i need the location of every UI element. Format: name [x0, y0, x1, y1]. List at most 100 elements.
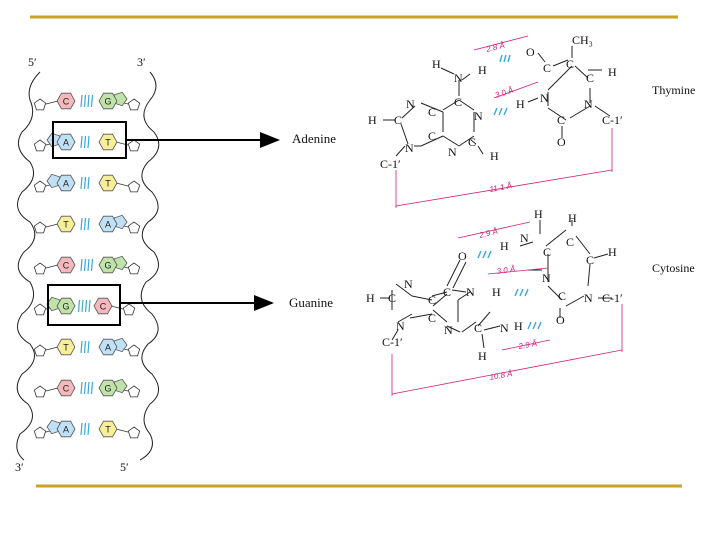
- gc-hydrogen-bonds: [477, 250, 542, 330]
- helix-hydrogen-bond: [77, 299, 81, 313]
- at-atom: C: [468, 135, 476, 149]
- helix-base-letter: C: [100, 302, 107, 312]
- helix-hydrogen-bond: [83, 258, 87, 272]
- at-atom: N: [454, 71, 463, 85]
- helix-base-adenine: [98, 215, 118, 233]
- helix-base-adenine: [56, 420, 76, 438]
- at-atom: H: [516, 97, 525, 111]
- gc-distance-markers: [391, 221, 623, 396]
- helix-base-letter: C: [63, 97, 70, 107]
- at-atom: H: [478, 63, 487, 77]
- right-backbone: [139, 71, 160, 461]
- helix-hydrogen-bond: [84, 299, 88, 313]
- helix-hydrogen-bond: [87, 94, 90, 108]
- at-hydrogen-bonds: [493, 54, 511, 116]
- guanine-label: Guanine: [289, 295, 333, 310]
- gc-atom: O: [556, 313, 565, 327]
- helix-base-cytosine: [56, 256, 76, 274]
- helix-hydrogen-bond: [80, 176, 83, 190]
- helix-base-letter: A: [63, 425, 69, 435]
- gc-atom: N: [466, 285, 475, 299]
- helix-base-cytosine: [93, 297, 113, 315]
- at-atom: C: [557, 113, 565, 127]
- gc-atom: H: [568, 211, 577, 225]
- helix-hydrogen-bond: [90, 258, 94, 272]
- helix-base-letter: A: [105, 343, 111, 353]
- helix-hydrogen-bond: [87, 340, 90, 354]
- at-atom: C-1′: [380, 157, 401, 171]
- gc-atom: N: [520, 231, 529, 245]
- helix-hydrogen-bond: [87, 381, 90, 395]
- at-atom: C: [428, 105, 436, 119]
- at-atom: C: [586, 71, 594, 85]
- gc-atom: C: [388, 291, 396, 305]
- helix-sugar: [127, 262, 141, 275]
- at-atom: C: [428, 129, 436, 143]
- gc-atom: N: [396, 319, 405, 333]
- at-atom: O: [526, 45, 535, 59]
- gc-distance-3: 2.9 Å: [517, 339, 538, 351]
- helix-sugar: [127, 426, 141, 439]
- at-distance-1: 2.8 Å: [484, 41, 505, 54]
- gc-atom: H: [534, 207, 543, 221]
- gc-atom: C: [543, 245, 551, 259]
- helix-hydrogen-bond: [83, 176, 87, 190]
- helix-hydrogen-bond: [83, 217, 87, 231]
- gc-atom: H: [500, 239, 509, 253]
- adenine-thymine-structure: 2.8 Å 3.0 Å 11.1 Å H N H N C C N H C C N…: [368, 33, 623, 208]
- helix-hydrogen-bond: [80, 340, 83, 354]
- at-atom: N: [448, 145, 457, 159]
- gc-atom: C: [428, 311, 436, 325]
- helix-base-cytosine: [56, 379, 76, 397]
- at-atom: N: [474, 109, 483, 123]
- helix-sugar: [127, 180, 141, 193]
- helix-base-letter: T: [105, 425, 111, 435]
- at-thymine-bonds: [527, 46, 611, 138]
- helix-base-thymine: [98, 420, 118, 438]
- gc-atom: H: [366, 291, 375, 305]
- at-atom: H: [608, 65, 617, 79]
- helix-glycosidic-bond: [115, 182, 129, 187]
- helix-base-letter: A: [63, 138, 69, 148]
- helix-sugar: [127, 139, 141, 152]
- helix-hydrogen-bond: [83, 381, 87, 395]
- at-atom: CH₃: [572, 33, 593, 47]
- at-bonds: [383, 67, 484, 157]
- helix-sugar: [33, 344, 47, 357]
- helix-hydrogen-bond: [87, 217, 90, 231]
- gc-atom: C: [428, 293, 436, 307]
- helix-base-adenine: [98, 338, 118, 356]
- helix-hydrogen-bond: [90, 94, 94, 108]
- helix-hydrogen-bond: [80, 422, 83, 436]
- helix-base-thymine: [56, 338, 76, 356]
- helix-base-letter: C: [63, 261, 70, 271]
- helix-sugar: [122, 303, 136, 316]
- at-atom: H: [490, 149, 499, 163]
- helix-glycosidic-bond: [115, 428, 129, 433]
- at-atom: O: [557, 135, 566, 149]
- at-atom: H: [432, 57, 441, 71]
- gc-atom: N: [500, 321, 509, 335]
- helix-sugar: [127, 344, 141, 357]
- helix-base-letter: T: [105, 179, 111, 189]
- three-prime-bottom-label: 3′: [15, 460, 24, 474]
- helix-sugar: [33, 180, 47, 193]
- helix-base-adenine: [56, 133, 76, 151]
- helix-hydrogen-bond: [87, 135, 90, 149]
- helix-sugar: [33, 221, 47, 234]
- at-atom: N: [584, 97, 593, 111]
- helix-base-letter: A: [105, 220, 111, 230]
- gc-atom: N: [404, 277, 413, 291]
- gc-atom: C-1′: [382, 335, 403, 349]
- helix-hydrogen-bond: [83, 422, 87, 436]
- guanine-cytosine-structure: 2.9 Å 3.0 Å 2.9 Å 10.8 Å O N C N H H C C…: [366, 207, 623, 396]
- at-atom: C-1′: [602, 113, 623, 127]
- helix-sugar: [33, 426, 47, 439]
- helix-sugar: [127, 385, 141, 398]
- gc-atom: N: [584, 291, 593, 305]
- helix-sugar: [127, 98, 141, 111]
- helix-hydrogen-bond: [87, 422, 90, 436]
- at-atom: C: [543, 61, 551, 75]
